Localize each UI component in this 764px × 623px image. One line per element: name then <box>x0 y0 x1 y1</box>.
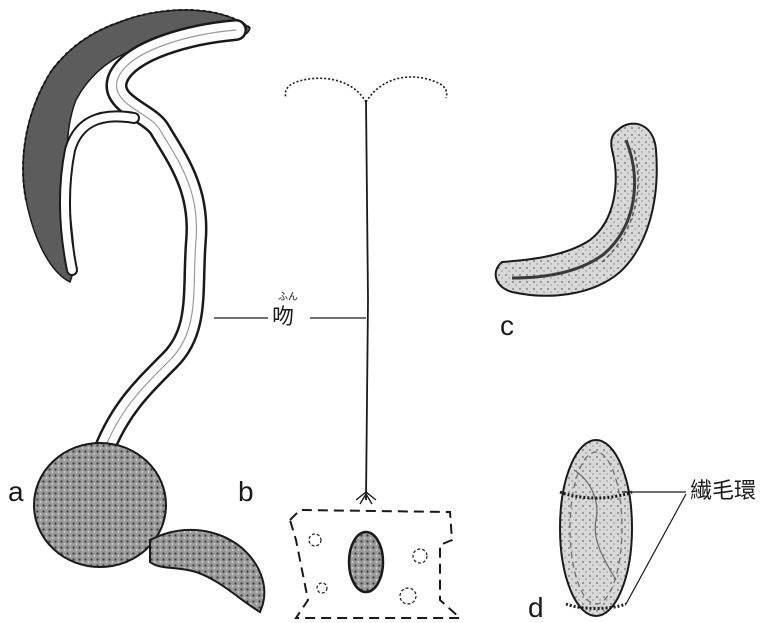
figure-c-specimen <box>496 124 657 296</box>
ciliary-ring-label: 繊毛環 <box>690 480 756 504</box>
figure-b-body <box>349 532 383 592</box>
figure-b-stalk <box>366 100 368 500</box>
figure-c-label: c <box>500 312 514 340</box>
figure-d-body <box>560 440 632 616</box>
figure-a-tail <box>150 530 264 612</box>
figure-b-label: b <box>238 478 254 506</box>
figure-a-label: a <box>8 478 24 506</box>
figure-b-branch-left <box>285 78 366 102</box>
figure-d-label: d <box>528 594 544 622</box>
proboscis-reading: ふん <box>278 293 298 303</box>
figure-a-body <box>34 443 166 567</box>
figure-d-specimen <box>560 440 632 616</box>
proboscis-label: 吻 <box>272 306 294 330</box>
figure-b-specimen <box>285 77 460 618</box>
ciliary-leader-lower <box>626 494 686 604</box>
figure-a-specimen <box>23 10 264 612</box>
figure-b-branch-right <box>366 77 447 102</box>
